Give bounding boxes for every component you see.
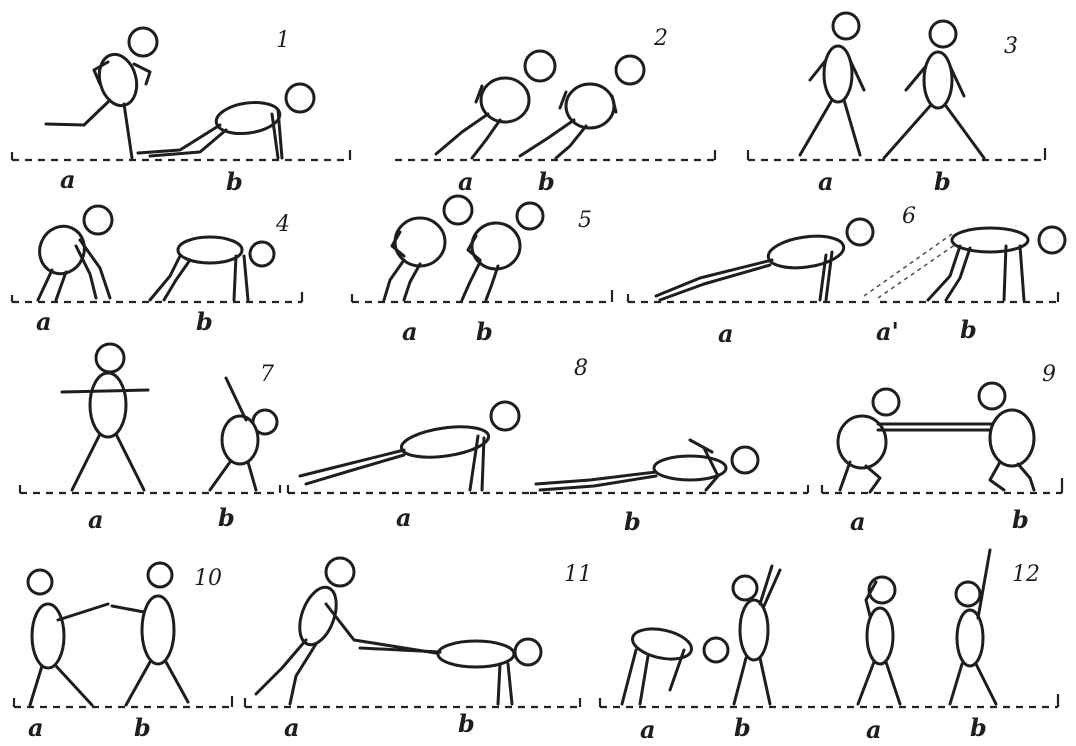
label-3b: b bbox=[934, 170, 951, 194]
label-6a-prime: a' bbox=[876, 320, 899, 344]
figure-12c-hand-on-head bbox=[858, 577, 900, 704]
label-4b: b bbox=[196, 310, 213, 334]
label-12b-right: b bbox=[970, 716, 987, 740]
figure-9a-pair-squat bbox=[838, 389, 1000, 492]
label-8a: a bbox=[396, 506, 412, 530]
exercise-number-3: 3 bbox=[1004, 36, 1018, 58]
figure-1b-crouch-start bbox=[138, 84, 314, 158]
exercise-number-11: 11 bbox=[564, 564, 592, 586]
label-2a: a bbox=[458, 170, 474, 194]
figure-4a-squat bbox=[32, 206, 112, 300]
figure-12b-reach bbox=[733, 566, 780, 704]
figure-6a-prime-ghost bbox=[864, 234, 956, 298]
figure-12a-bend bbox=[622, 624, 728, 704]
exercise-number-9: 9 bbox=[1042, 364, 1056, 386]
exercise-number-7: 7 bbox=[260, 364, 274, 386]
figure-7a-arms-out bbox=[62, 344, 148, 490]
label-7b: b bbox=[218, 506, 235, 530]
exercise-number-4: 4 bbox=[276, 214, 290, 236]
figure-8a-pushup-up bbox=[300, 402, 519, 490]
label-7a: a bbox=[88, 508, 104, 532]
figure-10b-pair bbox=[112, 563, 188, 705]
figure-7b-side-bend bbox=[210, 378, 277, 490]
label-6a: a bbox=[718, 322, 734, 346]
exercise-number-5: 5 bbox=[578, 210, 592, 232]
label-9b: b bbox=[1012, 508, 1029, 532]
label-9a: a bbox=[850, 510, 866, 534]
figure-12d-arm-up bbox=[950, 550, 996, 704]
label-11b: b bbox=[458, 712, 475, 736]
label-5b: b bbox=[476, 320, 493, 344]
label-5a: a bbox=[402, 320, 418, 344]
figure-3b-walking bbox=[884, 21, 984, 158]
label-10a: a bbox=[28, 716, 44, 740]
label-3a: a bbox=[818, 170, 834, 194]
figure-5a-squat-arms bbox=[384, 196, 472, 300]
label-1b: b bbox=[226, 170, 243, 194]
label-8b: b bbox=[624, 510, 641, 534]
exercise-number-12: 12 bbox=[1012, 564, 1040, 586]
figure-9b-pair-squat bbox=[979, 383, 1034, 490]
figure-6a-plank bbox=[656, 219, 873, 300]
exercise-number-8: 8 bbox=[574, 358, 588, 380]
figure-3a-walking bbox=[800, 13, 864, 155]
exercise-number-10: 10 bbox=[194, 568, 222, 590]
figure-10a-pair bbox=[28, 570, 108, 705]
figure-11b-carried bbox=[360, 639, 541, 704]
label-12a-right: a bbox=[866, 718, 882, 742]
label-12a-left: a bbox=[640, 718, 656, 742]
figure-1a-runner bbox=[46, 28, 157, 158]
figure-11a-pusher bbox=[256, 558, 442, 704]
label-10b: b bbox=[134, 716, 151, 740]
exercise-number-6: 6 bbox=[902, 206, 916, 228]
figure-6b-bear bbox=[928, 227, 1065, 300]
label-11a: a bbox=[284, 716, 300, 740]
label-6b: b bbox=[960, 318, 977, 342]
label-1a: a bbox=[60, 168, 76, 192]
label-12b-left: b bbox=[734, 716, 751, 740]
exercise-number-1: 1 bbox=[276, 30, 290, 52]
exercise-number-2: 2 bbox=[654, 28, 668, 50]
label-4a: a bbox=[36, 310, 52, 334]
figure-2a-sprint-start bbox=[436, 51, 555, 158]
figure-5b-squat-arms bbox=[462, 203, 543, 300]
figure-4b-bear-stand bbox=[150, 237, 274, 300]
label-2b: b bbox=[538, 170, 555, 194]
figure-8b-pushup-down bbox=[536, 440, 758, 490]
